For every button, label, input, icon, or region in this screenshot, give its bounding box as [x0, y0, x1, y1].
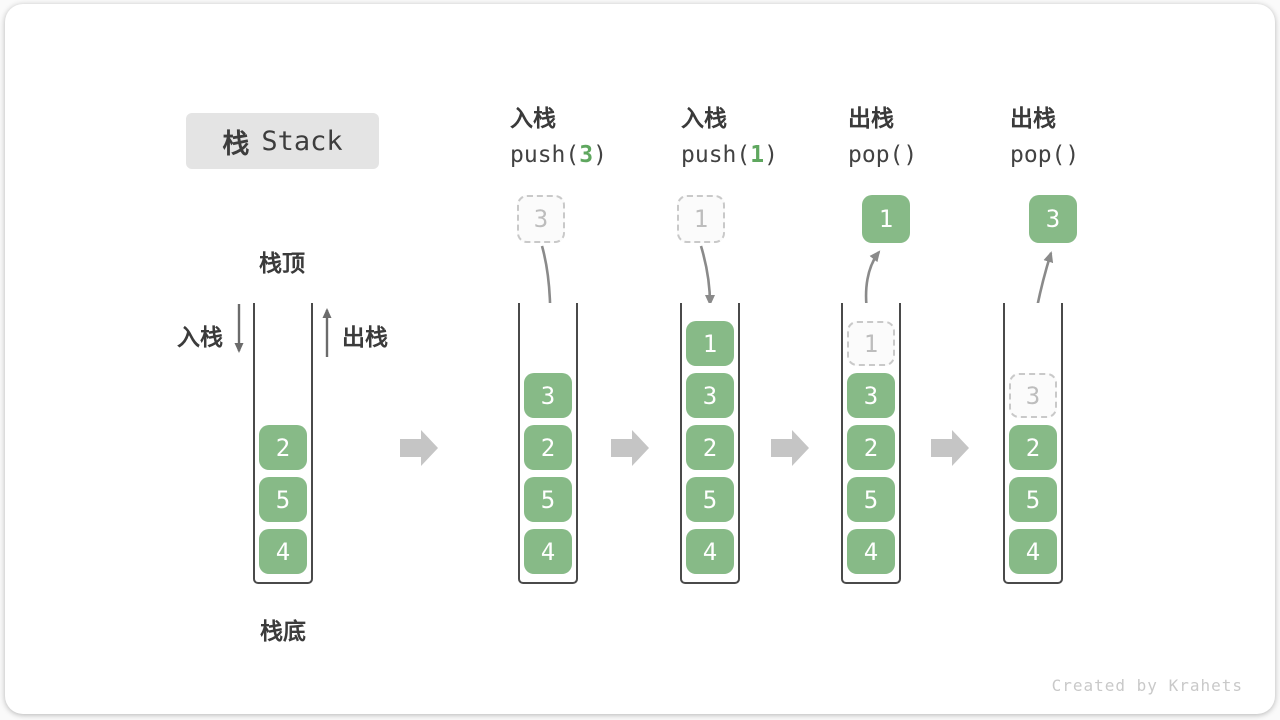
stack-item: 4 [847, 529, 895, 574]
stack-item: 2 [847, 425, 895, 470]
code-arg: 3 [579, 142, 594, 168]
floating-item-push-3: 3 [517, 195, 565, 243]
stack-item-ghost: 1 [847, 321, 895, 366]
op-zh: 入栈 [681, 105, 727, 131]
stack-item: 4 [259, 529, 307, 574]
stack-item: 4 [1009, 529, 1057, 574]
op-label-push-3: 入栈 push(3) [510, 104, 607, 168]
op-code: pop() [848, 142, 917, 168]
title-en: Stack [261, 125, 343, 157]
diagram-card [5, 4, 1275, 714]
op-code: push(3) [510, 142, 607, 168]
stack-item: 1 [686, 321, 734, 366]
stack-item: 5 [259, 477, 307, 522]
op-label-push-1: 入栈 push(1) [681, 104, 778, 168]
op-zh: 出栈 [1010, 105, 1056, 131]
code-prefix: pop() [1010, 142, 1080, 168]
stack-item: 2 [1009, 425, 1057, 470]
stack-item: 4 [524, 529, 572, 574]
code-prefix: push( [510, 142, 580, 168]
stack-item: 5 [847, 477, 895, 522]
stack-item: 5 [686, 477, 734, 522]
code-prefix: push( [681, 142, 751, 168]
op-code: pop() [1010, 142, 1079, 168]
stack-item: 3 [847, 373, 895, 418]
code-prefix: pop() [848, 142, 918, 168]
stack-item: 5 [524, 477, 572, 522]
op-label-pop-1: 出栈 pop() [848, 104, 917, 168]
title-box: 栈 Stack [186, 113, 379, 169]
op-zh: 入栈 [510, 105, 556, 131]
code-suffix: ) [593, 142, 607, 168]
stack-item: 4 [686, 529, 734, 574]
push-side-label: 入栈 [177, 324, 223, 350]
stack-item-ghost: 3 [1009, 373, 1057, 418]
stack-item: 3 [686, 373, 734, 418]
title-zh: 栈 [222, 128, 250, 159]
code-suffix: ) [764, 142, 778, 168]
pop-side-label: 出栈 [342, 324, 388, 350]
op-zh: 出栈 [848, 105, 894, 131]
stack-top-label: 栈顶 [259, 250, 305, 276]
stack-item: 5 [1009, 477, 1057, 522]
stack-item: 2 [259, 425, 307, 470]
op-label-pop-3: 出栈 pop() [1010, 104, 1079, 168]
stack-item: 3 [524, 373, 572, 418]
watermark: Created by Krahets [1051, 676, 1243, 695]
op-code: push(1) [681, 142, 778, 168]
stack-item: 2 [686, 425, 734, 470]
stack-bottom-label: 栈底 [260, 618, 306, 644]
floating-item-push-1: 1 [677, 195, 725, 243]
code-arg: 1 [750, 142, 765, 168]
stack-item: 2 [524, 425, 572, 470]
floating-item-pop-3: 3 [1029, 195, 1077, 243]
floating-item-pop-1: 1 [862, 195, 910, 243]
